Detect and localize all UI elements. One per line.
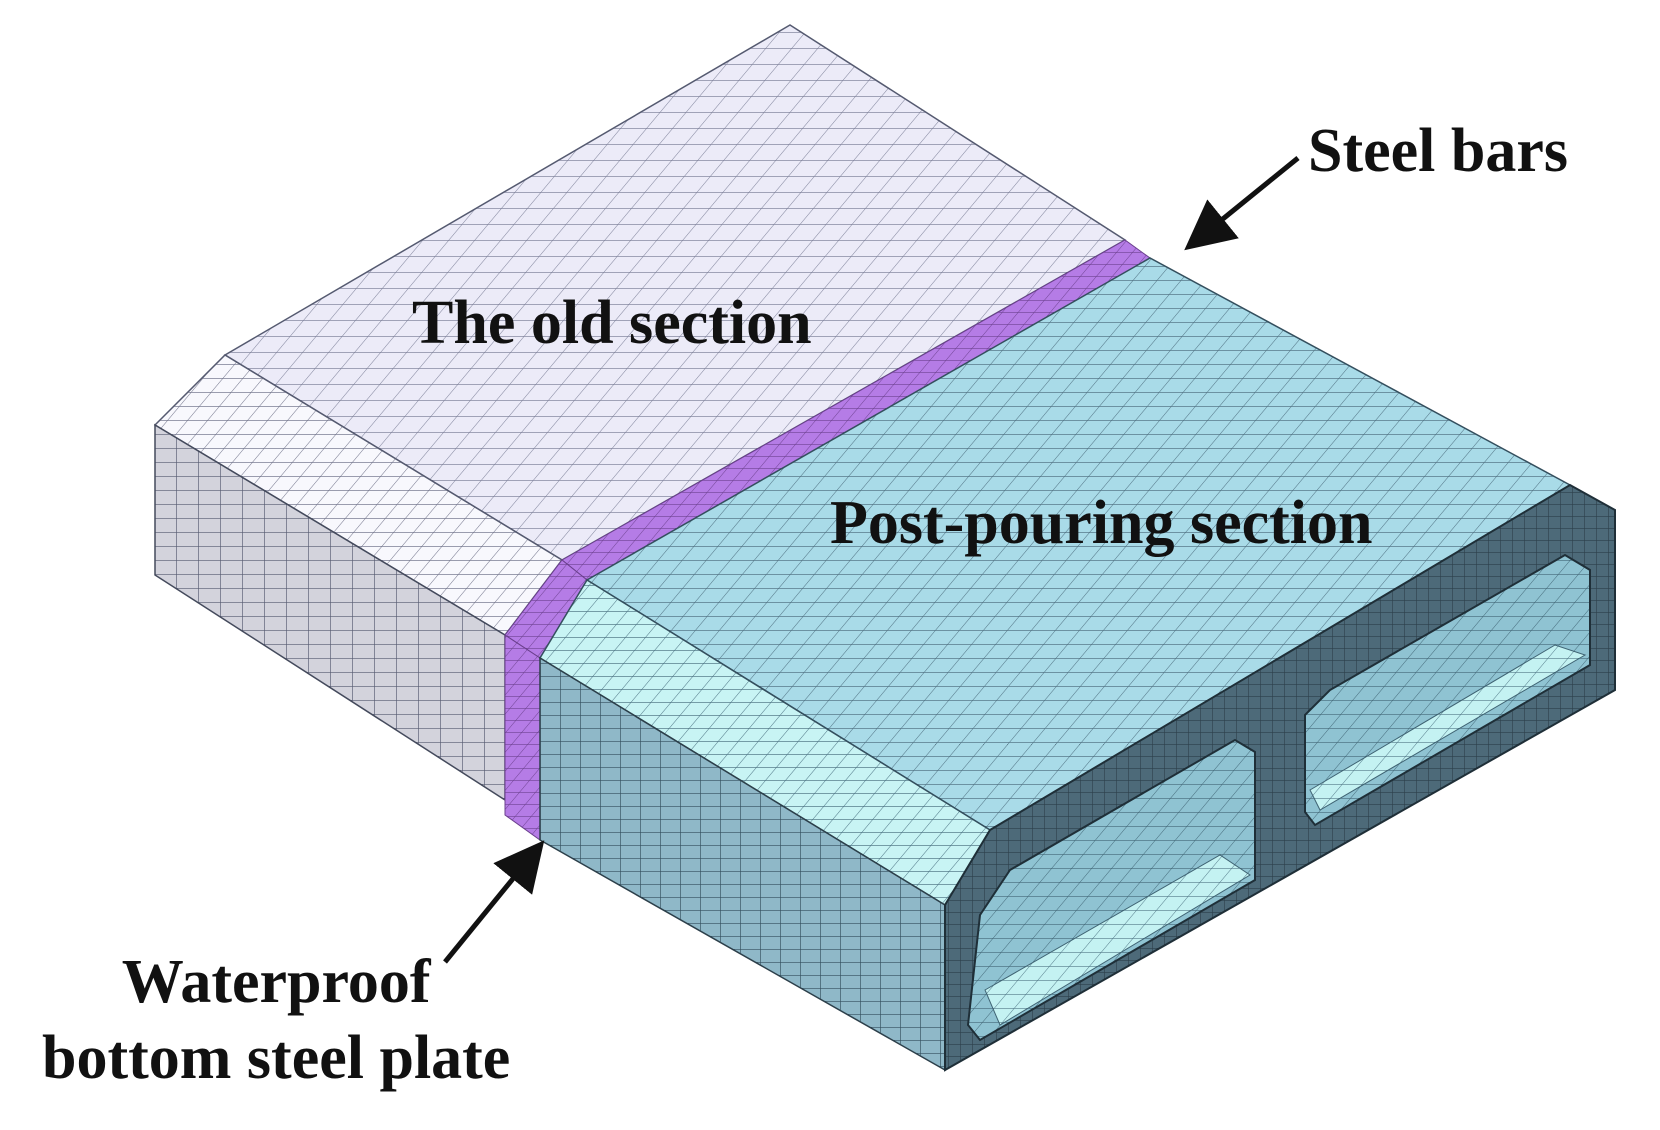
waterproof-label-line1: Waterproof [121, 948, 431, 1016]
waterproof-plate-arrow [443, 840, 545, 964]
right-cell-floor [1309, 644, 1587, 811]
left-cell-floor [984, 854, 1251, 1026]
steel-bars-arrow [1184, 156, 1300, 251]
post-pouring-section-label: Post-pouring section [830, 489, 1373, 557]
old-section-label: The old section [412, 289, 812, 357]
post-pouring-section [538, 257, 1616, 1072]
waterproof-label-line2: bottom steel plate [42, 1023, 511, 1092]
old-section [153, 24, 1127, 802]
steel-bars-label: Steel bars [1308, 117, 1569, 185]
waterproof-plate-label: Waterproof bottom steel plate [42, 945, 510, 1096]
steel-bar-band [504, 239, 1151, 841]
waterproof-plate-strip [504, 634, 541, 841]
